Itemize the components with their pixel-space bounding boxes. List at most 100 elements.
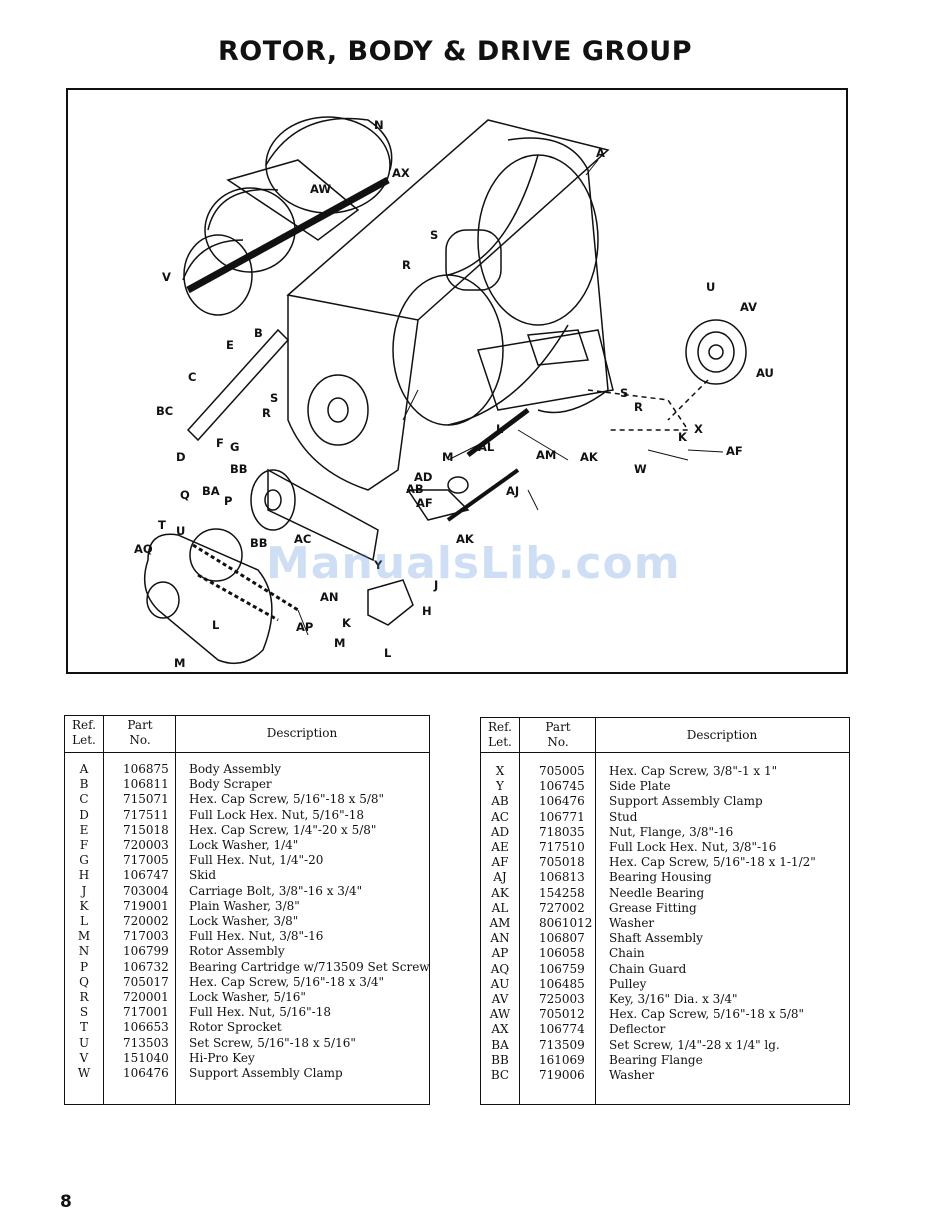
- callout-af-right: AF: [726, 444, 743, 458]
- page-title: ROTOR, BODY & DRIVE GROUP: [217, 36, 693, 67]
- part-number: 161069: [539, 1052, 585, 1067]
- callout-bc: BC: [156, 404, 174, 418]
- part-number: 106058: [539, 946, 585, 961]
- part-description: Hex. Cap Screw, 5/16"-18 x 5/8": [189, 792, 385, 807]
- table-row: AP 106058 Chain: [481, 946, 849, 961]
- part-description: Washer: [609, 1068, 655, 1082]
- part-number: 154258: [539, 885, 585, 900]
- part-number: 703004: [123, 883, 169, 898]
- part-description: Plain Washer, 3/8": [189, 898, 300, 913]
- part-number: 705018: [539, 855, 585, 870]
- ref-letter: Y: [496, 779, 504, 794]
- callout-q: Q: [180, 488, 190, 502]
- callout-d: D: [176, 450, 186, 464]
- part-number: 106732: [123, 959, 169, 974]
- part-number: 719001: [123, 898, 169, 913]
- part-number: 106813: [539, 870, 585, 885]
- part-description: Key, 3/16" Dia. x 3/4": [609, 992, 738, 1006]
- part-number: 106745: [539, 779, 585, 794]
- ref-letter: AP: [491, 946, 509, 961]
- ref-letter: AK: [491, 885, 509, 900]
- part-number: 8061012: [539, 916, 593, 930]
- ref-letter: J: [81, 883, 87, 898]
- part-description: Support Assembly Clamp: [189, 1066, 343, 1080]
- part-number: 106476: [539, 794, 585, 809]
- callout-l-mid: L: [496, 422, 504, 436]
- ref-letter: D: [79, 807, 89, 822]
- callout-v: V: [162, 270, 171, 284]
- part-number: 717003: [123, 929, 169, 944]
- part-number: 705005: [539, 764, 585, 778]
- part-number: 727002: [539, 900, 585, 915]
- part-description: Set Screw, 5/16"-18 x 5/16": [189, 1035, 356, 1050]
- part-number: 705012: [539, 1007, 585, 1022]
- rotor-assembly-drawing: [182, 116, 393, 316]
- ref-letter: U: [78, 1035, 90, 1050]
- callout-ab: AB: [406, 482, 424, 496]
- part-number: 106759: [539, 961, 585, 976]
- callout-aq: AQ: [134, 542, 153, 556]
- part-number: 720001: [123, 990, 169, 1004]
- ref-letter: Q: [79, 974, 89, 989]
- callout-s-right: S: [620, 386, 629, 400]
- callout-s-left: S: [270, 391, 279, 405]
- ref-letter: K: [79, 898, 89, 913]
- part-description: Shaft Assembly: [609, 931, 703, 946]
- table-row: K 719001 Plain Washer, 3/8": [65, 899, 429, 914]
- callout-j: J: [434, 578, 439, 592]
- ref-letter: AX: [491, 1022, 509, 1037]
- callout-w: W: [634, 462, 647, 476]
- callout-k-right: K: [678, 430, 687, 444]
- part-description: Bearing Flange: [609, 1052, 703, 1067]
- callout-m-bottom: M: [334, 636, 346, 650]
- header-description: Description: [686, 728, 758, 742]
- part-description: Hex. Cap Screw, 5/16"-18 x 5/8": [609, 1007, 805, 1022]
- callout-r-top: R: [402, 258, 411, 272]
- callout-r-right: R: [634, 400, 643, 414]
- part-number: 720003: [123, 838, 169, 852]
- ref-letter: N: [78, 944, 90, 959]
- part-description: Washer: [609, 916, 655, 930]
- ref-letter: G: [79, 853, 89, 868]
- callout-r-left: R: [262, 406, 271, 420]
- skid-drawing: [367, 579, 414, 626]
- part-description: Full Hex. Nut, 1/4"-20: [189, 853, 324, 868]
- chain-guard-drawing: [143, 528, 299, 665]
- part-description: Pulley: [609, 976, 647, 991]
- part-description: Rotor Sprocket: [189, 1020, 282, 1035]
- ref-letter: F: [79, 838, 89, 852]
- callout-ak-bottom: AK: [456, 532, 474, 546]
- part-description: Set Screw, 1/4"-28 x 1/4" lg.: [609, 1037, 780, 1052]
- part-description: Full Lock Hex. Nut, 3/8"-16: [609, 840, 777, 854]
- part-description: Hex. Cap Screw, 3/8"-1 x 1": [609, 764, 778, 778]
- callout-t: T: [158, 518, 166, 532]
- part-description: Deflector: [609, 1022, 666, 1037]
- part-number: 106476: [123, 1066, 169, 1080]
- callout-n: N: [374, 118, 384, 132]
- ref-letter: M: [77, 929, 91, 944]
- header-ref-let: Ref.Let.: [488, 720, 512, 749]
- ref-letter: L: [80, 914, 88, 928]
- part-description: Chain: [609, 946, 645, 961]
